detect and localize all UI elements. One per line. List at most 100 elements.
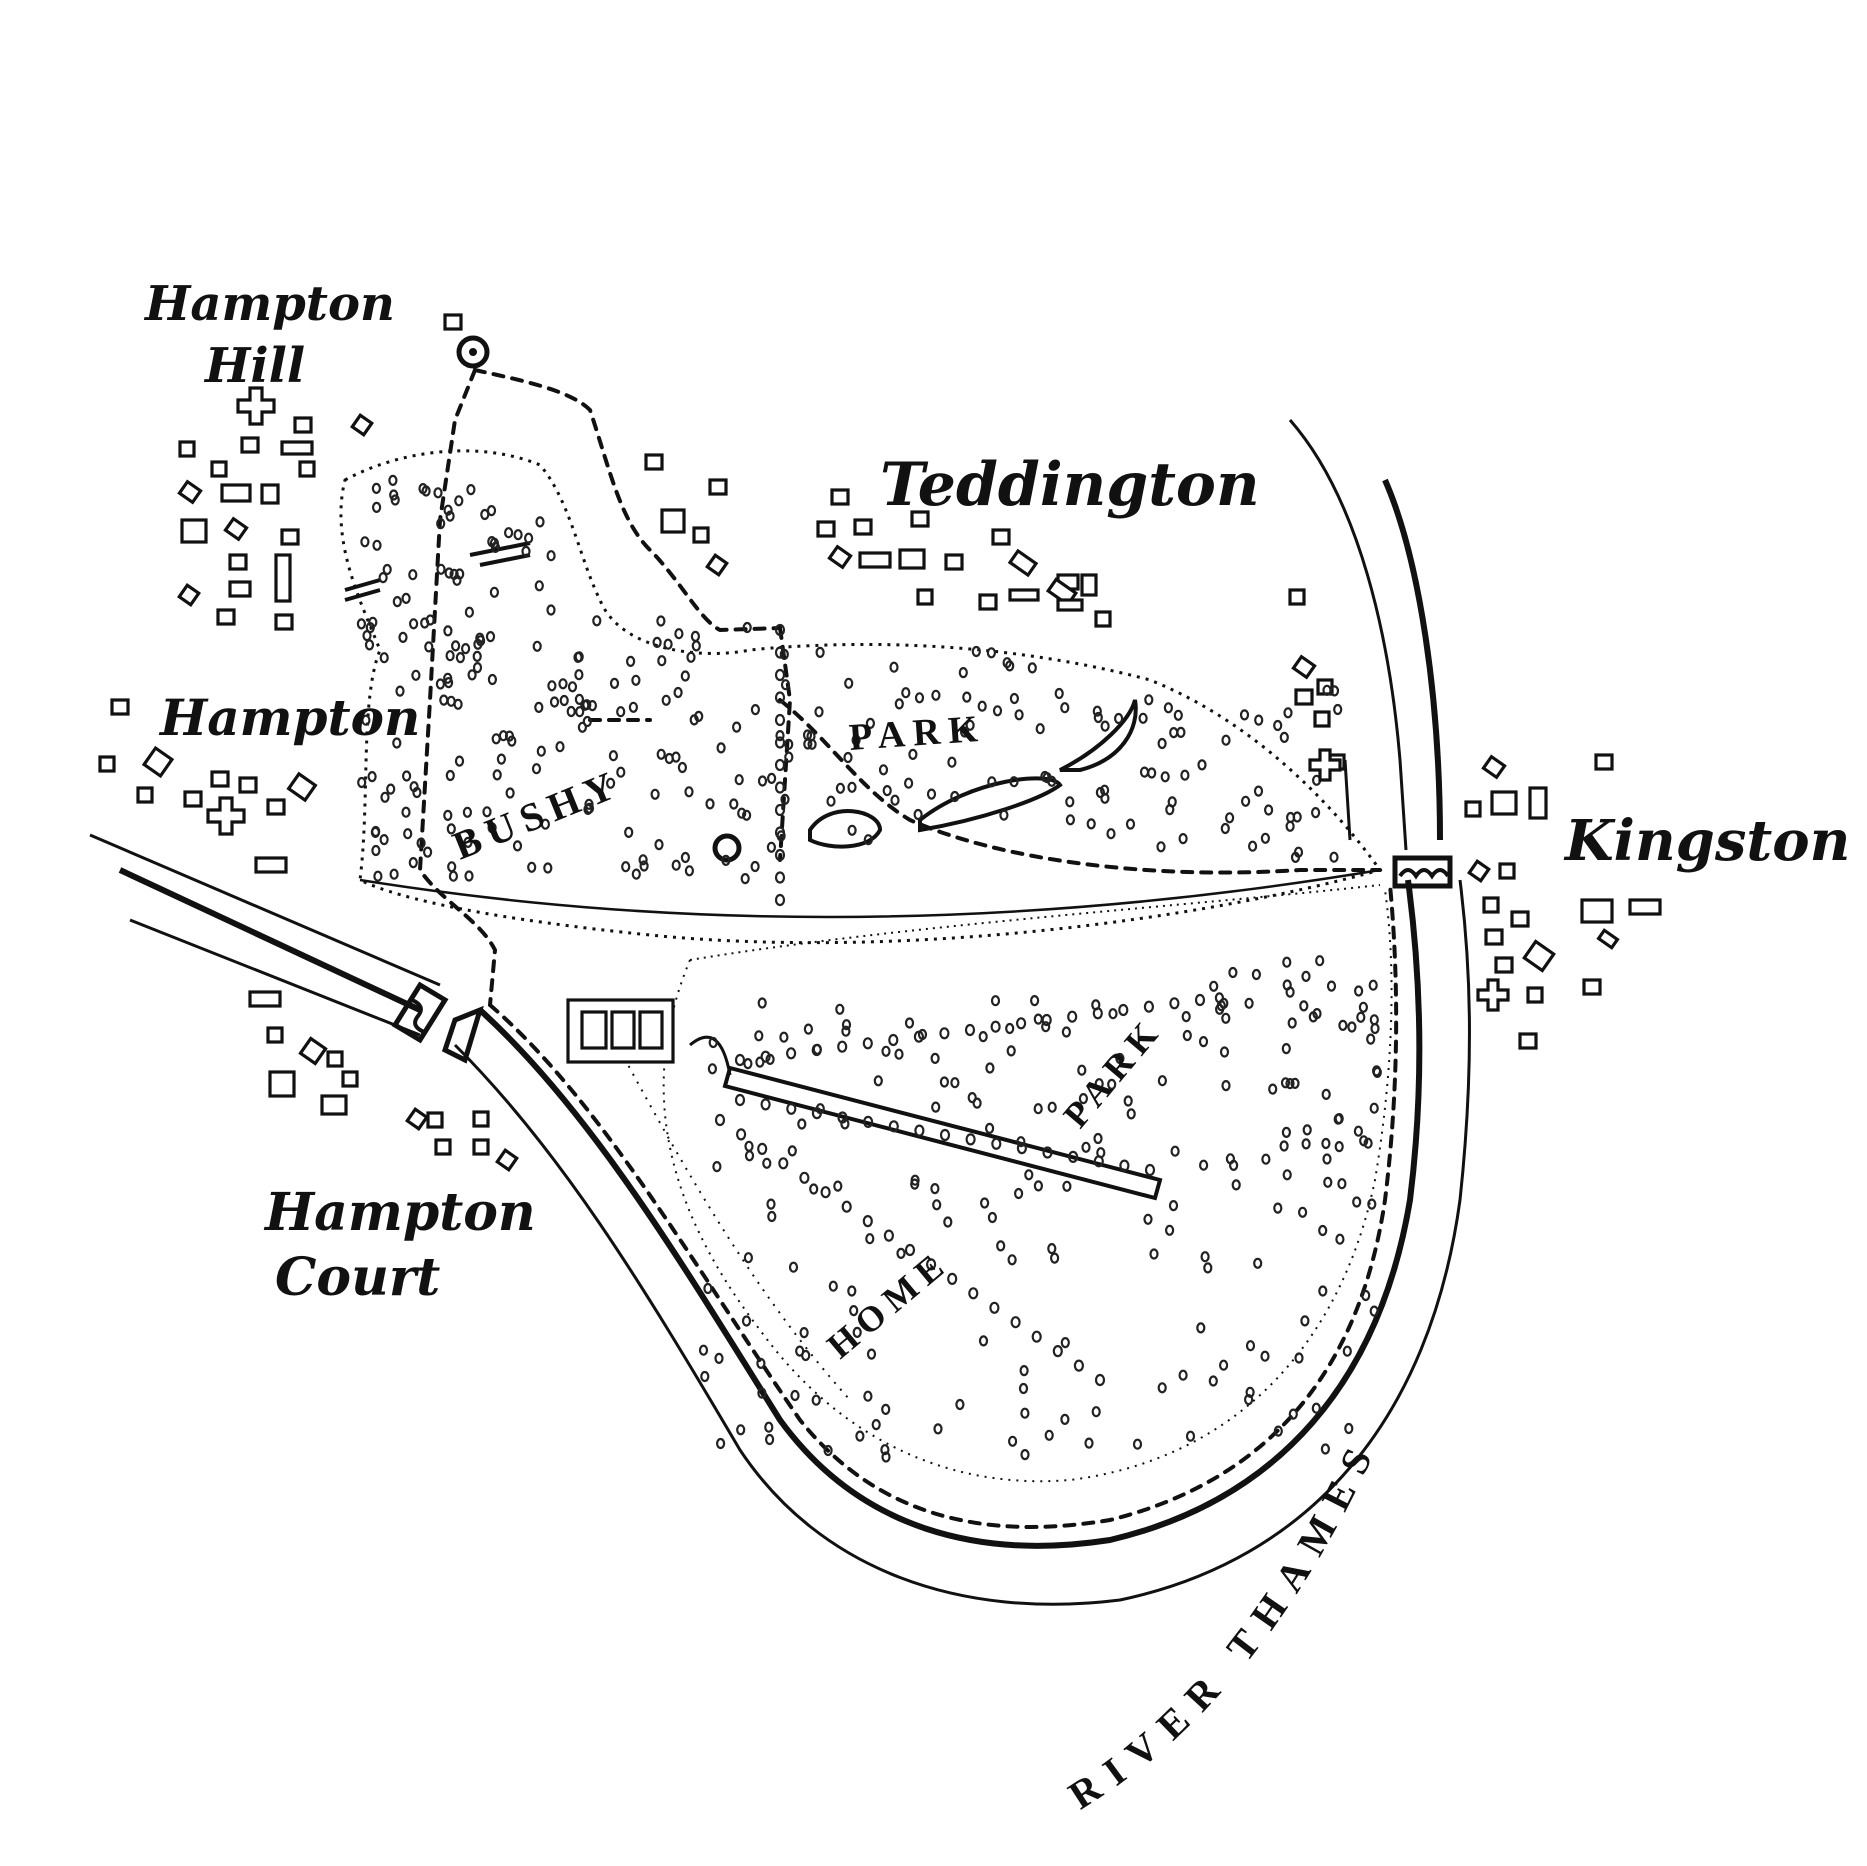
- tree: [1333, 703, 1343, 716]
- tree: [1253, 1257, 1263, 1269]
- avenue-tree: [786, 1102, 797, 1115]
- avenue-tree: [820, 1186, 831, 1199]
- building: [216, 608, 236, 626]
- tree: [1359, 1135, 1369, 1147]
- tree: [664, 752, 674, 765]
- tree: [446, 695, 456, 707]
- tree: [1209, 980, 1219, 992]
- tree: [1312, 1007, 1322, 1020]
- building: [405, 1107, 429, 1131]
- tree: [882, 784, 892, 797]
- tree: [592, 615, 602, 627]
- tree: [784, 738, 794, 751]
- tree: [1077, 1064, 1087, 1076]
- tree: [1361, 1289, 1371, 1302]
- label-hampton-court-line1: Hampton: [263, 1182, 536, 1243]
- tree: [1093, 711, 1103, 724]
- avenue-tree: [914, 1124, 925, 1137]
- tree: [491, 733, 501, 745]
- avenue-tree: [799, 1171, 810, 1184]
- label-bushy-park: PARK: [848, 708, 987, 759]
- tree: [707, 1063, 718, 1075]
- tree: [987, 1211, 998, 1224]
- tree: [1253, 785, 1264, 797]
- tree: [1007, 1254, 1017, 1266]
- tree: [1014, 709, 1024, 721]
- tree: [815, 646, 825, 659]
- building: [178, 440, 196, 458]
- tree: [1009, 692, 1020, 705]
- tree: [1228, 1159, 1239, 1172]
- tree: [454, 495, 464, 507]
- tree: [787, 1145, 797, 1157]
- building: [240, 436, 260, 454]
- tree: [764, 1421, 774, 1433]
- tree: [1160, 771, 1170, 783]
- tree: [521, 545, 531, 558]
- tree: [1033, 1013, 1043, 1025]
- tree: [421, 485, 431, 497]
- tree: [446, 823, 456, 835]
- tree: [452, 574, 462, 586]
- building: [248, 990, 282, 1008]
- tree: [445, 650, 455, 662]
- tree: [703, 1282, 713, 1295]
- tree: [464, 870, 474, 882]
- tree: [631, 868, 641, 880]
- tree: [1138, 712, 1148, 724]
- avenue-tree: [1073, 1359, 1085, 1372]
- tree: [708, 1036, 718, 1049]
- label-river-thames-path: RIVER THAMES: [1061, 1429, 1373, 1818]
- tree: [395, 685, 405, 697]
- building: [1510, 910, 1530, 928]
- tree: [535, 516, 545, 528]
- tree: [574, 669, 584, 681]
- building: [293, 416, 313, 434]
- tree: [445, 510, 455, 522]
- building: [1528, 786, 1548, 820]
- building: [1482, 896, 1500, 914]
- label-hampton: Hampton: [158, 688, 420, 747]
- tree: [1244, 997, 1254, 1009]
- tree: [543, 862, 553, 874]
- tree: [609, 677, 620, 690]
- tree: [754, 1030, 764, 1042]
- tree: [379, 652, 389, 664]
- tree: [531, 763, 542, 775]
- tree: [444, 567, 454, 579]
- tree: [1322, 1153, 1332, 1165]
- tree: [767, 1210, 777, 1223]
- building: [238, 776, 258, 794]
- tree: [435, 678, 445, 690]
- tree: [680, 851, 691, 864]
- tree: [654, 838, 664, 851]
- tree: [1338, 1019, 1348, 1032]
- tree: [855, 1430, 865, 1442]
- tree: [1335, 1233, 1345, 1245]
- tree: [373, 870, 383, 882]
- tree: [1006, 1045, 1016, 1057]
- tree: [947, 756, 957, 768]
- tree: [1219, 997, 1229, 1010]
- tree: [1320, 1443, 1331, 1455]
- tree: [616, 766, 626, 778]
- tree: [851, 734, 861, 746]
- building: [1056, 598, 1084, 612]
- avenue-tree: [1010, 1316, 1021, 1329]
- tree: [1123, 1095, 1133, 1107]
- tree: [1060, 702, 1070, 714]
- tree: [1353, 985, 1364, 997]
- tree: [1294, 1352, 1304, 1364]
- tree: [1282, 1169, 1292, 1181]
- tree: [1060, 1336, 1070, 1349]
- tree: [1041, 1021, 1051, 1033]
- tree: [1033, 1103, 1043, 1115]
- tree: [881, 1045, 891, 1057]
- tree: [1200, 1251, 1210, 1263]
- tree: [1273, 719, 1283, 732]
- avenue-tree: [734, 1053, 746, 1067]
- tree: [871, 1418, 881, 1431]
- building: [692, 526, 710, 544]
- tree: [496, 753, 506, 765]
- tree: [392, 595, 402, 608]
